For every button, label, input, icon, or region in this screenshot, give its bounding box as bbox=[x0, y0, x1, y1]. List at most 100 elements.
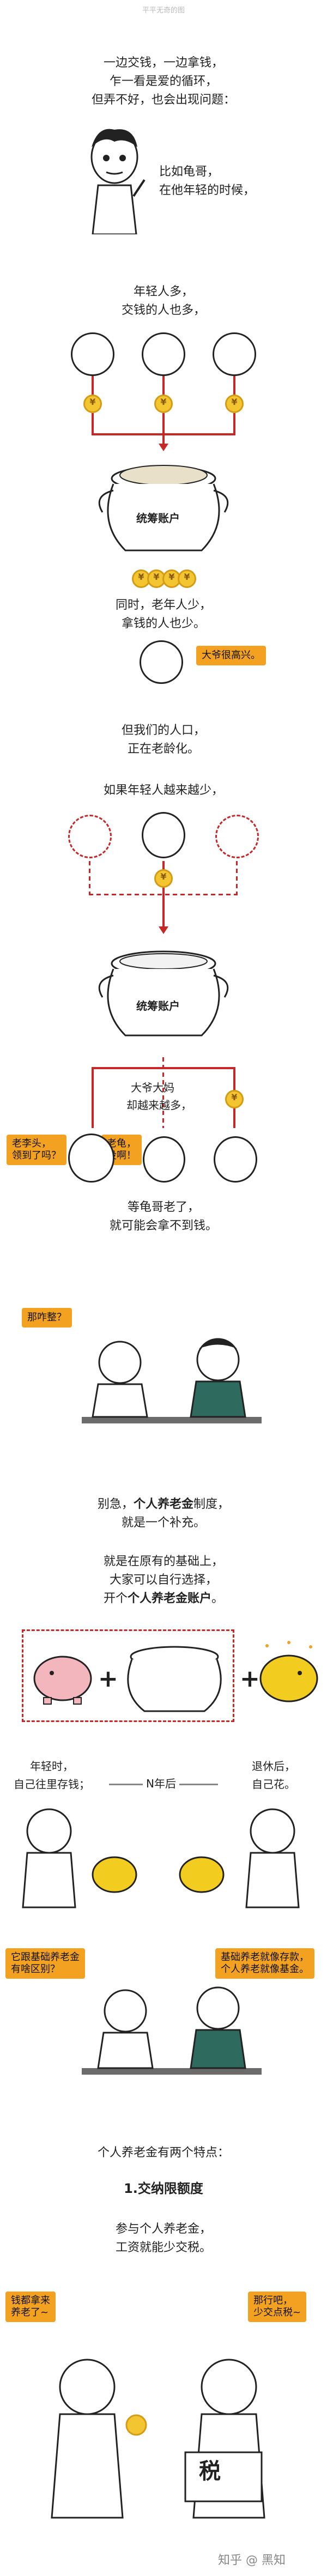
timeline-label: N年后 bbox=[143, 1775, 179, 1792]
intro-line2: 乍一看是爱的循环， bbox=[109, 75, 217, 88]
watermark: 知乎 @ 黑知 bbox=[218, 2554, 286, 2567]
guige-old bbox=[68, 1134, 114, 1183]
tax-sign: 税 bbox=[199, 2459, 221, 2484]
answer-bubble: 基础养老就像存款， 个人养老就像基金。 bbox=[215, 1948, 314, 1979]
feature-item1-line1: 参与个人养老金， bbox=[115, 2222, 211, 2236]
flow-line bbox=[92, 1067, 235, 1069]
saving-scene bbox=[22, 1808, 300, 1908]
more-old-line1: 大爷大妈 bbox=[131, 1081, 174, 1094]
text: 别急， bbox=[97, 1498, 134, 1511]
personal-line4: 大家可以自行选择， bbox=[109, 1573, 217, 1587]
bubble-text: 老李头， bbox=[12, 1138, 51, 1149]
pink-piggy-icon bbox=[33, 1656, 92, 1705]
personal-line3: 就是在原有的基础上， bbox=[103, 1555, 223, 1568]
dashed-frame bbox=[22, 1629, 234, 1722]
old-time-line2: 自己花。 bbox=[252, 1778, 295, 1791]
flow-line bbox=[162, 861, 165, 926]
personal-line2: 就是一个补充。 bbox=[121, 1516, 205, 1530]
what-bubble: 那咋整？ bbox=[22, 1308, 72, 1328]
qa-scene bbox=[82, 1986, 262, 2075]
coin-icon bbox=[147, 569, 166, 588]
old-li-bubble: 老李头， 领到了吗？ bbox=[7, 1135, 66, 1165]
flow-line bbox=[92, 376, 94, 395]
old-time-line1: 退休后， bbox=[252, 1760, 295, 1773]
pot-icon bbox=[98, 950, 229, 1037]
guige-line1: 比如龟哥， bbox=[159, 165, 220, 179]
pot-icon bbox=[127, 1646, 222, 1712]
tax-scene bbox=[51, 2359, 265, 2519]
flow-line bbox=[92, 413, 94, 435]
old-line1: 同时，老年人少， bbox=[115, 598, 211, 612]
more-old-line2: 却越来越多， bbox=[126, 1099, 192, 1112]
pot-label-2: 统筹账户 bbox=[136, 999, 180, 1013]
guige-old-line1: 等龟哥老了， bbox=[127, 1201, 199, 1214]
young-line1: 年轻人多， bbox=[133, 285, 193, 299]
text-bold: 个人养老金账户 bbox=[127, 1592, 211, 1605]
happy-bubble: 大爷很高兴。 bbox=[196, 646, 266, 665]
text: 开个 bbox=[103, 1592, 128, 1605]
young-time-line1: 年轻时， bbox=[30, 1760, 74, 1773]
old-line2: 拿钱的人也少。 bbox=[121, 617, 205, 631]
pot-label: 统筹账户 bbox=[136, 512, 180, 525]
missing-person bbox=[215, 815, 259, 858]
young-line2: 交钱的人也多， bbox=[121, 304, 205, 317]
flow-line bbox=[162, 1057, 164, 1128]
old-person bbox=[214, 1136, 257, 1183]
flow-line bbox=[233, 376, 235, 395]
text: 制度， bbox=[193, 1498, 230, 1511]
pot-icon bbox=[98, 465, 229, 551]
tax-bubble: 那行吧， 少交点税~ bbox=[248, 2292, 307, 2322]
coin-icon bbox=[178, 569, 196, 588]
aging-line2: 正在老龄化。 bbox=[127, 742, 199, 756]
top-caption: 平平无奇的图 bbox=[142, 7, 185, 15]
young-time-line2: 自己往里存钱； bbox=[14, 1778, 90, 1791]
money-bubble: 钱都拿来 养老了~ bbox=[5, 2292, 56, 2322]
bubble-text: 养老了~ bbox=[11, 2307, 49, 2318]
flow-line bbox=[92, 1068, 94, 1128]
plus-icon: + bbox=[98, 1665, 118, 1693]
bubble-text: 那行吧， bbox=[253, 2295, 293, 2306]
fewer-line1: 如果年轻人越来越少， bbox=[103, 784, 223, 797]
coin-icon bbox=[225, 1090, 244, 1108]
plus-icon: + bbox=[240, 1665, 260, 1693]
young-person-3 bbox=[213, 332, 256, 376]
bubble-text: 它跟基础养老金 bbox=[11, 1951, 80, 1963]
young-person-2 bbox=[142, 332, 185, 376]
guige-old-line2: 就可能会拿不到钱。 bbox=[109, 1219, 217, 1233]
arrow-down-icon bbox=[159, 444, 168, 451]
bubble-text: 钱都拿来 bbox=[11, 2295, 50, 2306]
diff-bubble: 它跟基础养老金 有啥区别？ bbox=[5, 1948, 85, 1979]
intro-line1: 一边交钱，一边拿钱， bbox=[103, 56, 223, 70]
flow-line bbox=[89, 861, 90, 894]
bubble-text: 个人养老就像基金。 bbox=[221, 1963, 309, 1975]
text-bold: 个人养老金 bbox=[133, 1498, 193, 1511]
aging-line1: 但我们的人口， bbox=[121, 724, 205, 737]
flow-line bbox=[162, 376, 165, 395]
features-title: 个人养老金有两个特点： bbox=[97, 2146, 229, 2160]
flow-line bbox=[162, 413, 165, 446]
flow-line bbox=[236, 861, 238, 894]
gold-piggy-icon bbox=[259, 1641, 318, 1702]
text: 。 bbox=[211, 1592, 224, 1605]
coin-icon bbox=[225, 395, 244, 413]
young-person-1 bbox=[71, 332, 114, 376]
guige-line2: 在他年轻的时候， bbox=[159, 184, 256, 197]
coin-icon bbox=[154, 869, 173, 888]
coin-icon bbox=[83, 395, 102, 413]
bubble-text: 领到了吗？ bbox=[12, 1150, 61, 1161]
bubble-text: 有啥区别？ bbox=[11, 1963, 60, 1975]
bubble-text: 基础养老就像存款， bbox=[221, 1951, 309, 1963]
flow-line bbox=[233, 413, 235, 435]
intro-line3: 但弄不好，也会出现问题： bbox=[91, 93, 235, 107]
feature-item1: 1.交纳限额度 bbox=[124, 2181, 203, 2196]
conversation-scene bbox=[82, 1338, 262, 1423]
young-person bbox=[142, 812, 185, 858]
guige-character bbox=[90, 129, 146, 234]
personal-line5: 开个个人养老金账户。 bbox=[0, 1590, 327, 1608]
old-person bbox=[140, 640, 183, 684]
old-person bbox=[143, 1136, 185, 1183]
arrow-down-icon bbox=[159, 926, 168, 934]
coin-icon bbox=[154, 395, 173, 413]
bubble-text: 老龟， bbox=[107, 1138, 136, 1149]
personal-line1: 别急，个人养老金制度， bbox=[0, 1496, 327, 1513]
